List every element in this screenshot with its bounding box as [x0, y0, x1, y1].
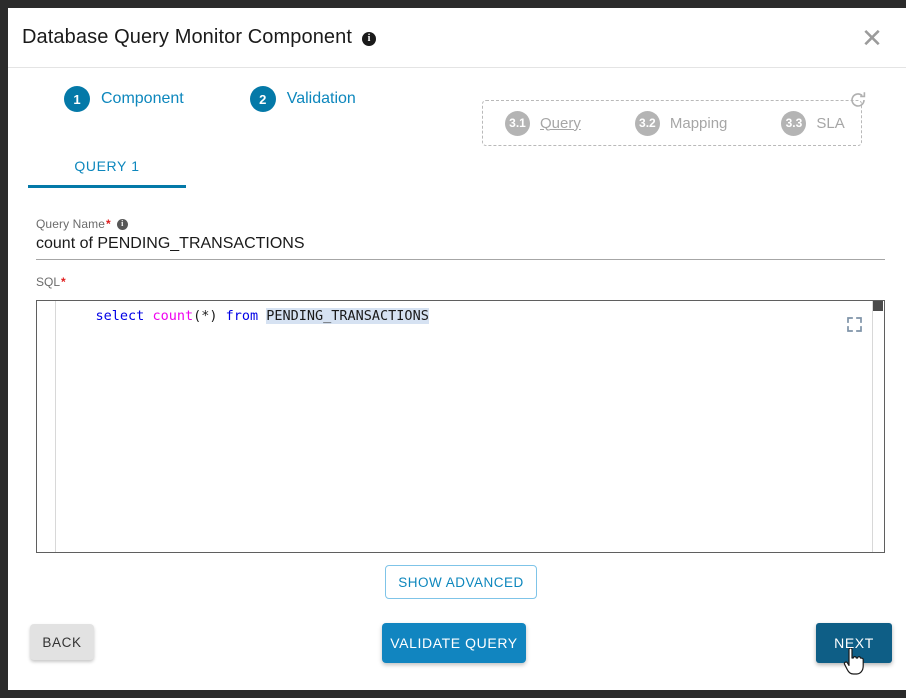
step-number-badge: 1 [64, 86, 90, 112]
step-validation[interactable]: 2 Validation [249, 86, 356, 112]
substep-number-badge: 3.3 [781, 110, 807, 136]
required-marker: * [106, 217, 111, 231]
step-label-component: Component [101, 90, 184, 107]
sql-label-row: SQL* [36, 275, 66, 289]
database-query-monitor-dialog: Database Query Monitor Component i ✕ 1 C… [8, 8, 906, 690]
query-name-input[interactable] [36, 235, 885, 260]
show-advanced-button[interactable]: SHOW ADVANCED [385, 565, 537, 599]
refresh-icon[interactable] [848, 90, 868, 110]
substep-group: 3.1 Query 3.2 Mapping 3.3 SLA [482, 100, 862, 146]
sql-token-star: (*) [193, 308, 218, 324]
sql-token-space [217, 308, 225, 324]
sql-token-table-name: PENDING_TRANSACTIONS [266, 308, 429, 324]
editor-gutter [37, 301, 56, 552]
title-info-icon[interactable]: i [362, 31, 377, 46]
step-component[interactable]: 1 Component [64, 86, 184, 112]
substep-mapping[interactable]: 3.2 Mapping [634, 110, 728, 136]
next-button[interactable]: NEXT [816, 623, 892, 663]
substep-label-sla: SLA [816, 114, 845, 132]
sql-code-content[interactable]: select count(*) from PENDING_TRANSACTION… [63, 307, 844, 326]
substep-sla[interactable]: 3.3 SLA [781, 110, 845, 136]
query-tabbar: QUERY 1 [28, 158, 888, 188]
sql-token-from: from [225, 308, 259, 324]
query-name-field-group: Query Name * i [36, 217, 885, 260]
tab-query-1[interactable]: QUERY 1 [28, 158, 186, 188]
dialog-header: Database Query Monitor Component i ✕ [8, 8, 906, 68]
editor-scrollbar-thumb[interactable] [873, 301, 883, 311]
dialog-footer: BACK VALIDATE QUERY NEXT [8, 614, 906, 690]
substep-number-badge: 3.2 [634, 110, 660, 136]
wizard-stepper: 1 Component 2 Validation [8, 68, 906, 130]
sql-label: SQL [36, 275, 61, 289]
sql-token-select: select [95, 308, 145, 324]
close-icon[interactable]: ✕ [861, 24, 883, 54]
substep-query[interactable]: 3.1 Query [505, 110, 581, 136]
validate-query-button[interactable]: VALIDATE QUERY [382, 623, 526, 663]
query-name-info-icon[interactable]: i [116, 218, 128, 230]
substep-number-badge: 3.1 [505, 110, 530, 136]
query-name-label-row: Query Name * i [36, 217, 885, 231]
page-title: Database Query Monitor Component [22, 26, 353, 48]
sql-code-editor[interactable]: select count(*) from PENDING_TRANSACTION… [36, 300, 885, 553]
query-name-label: Query Name [36, 217, 106, 231]
back-button[interactable]: BACK [30, 624, 94, 660]
expand-icon[interactable] [847, 317, 862, 332]
editor-scrollbar[interactable] [872, 301, 884, 552]
sql-token-count: count [152, 308, 194, 324]
step-label-validation: Validation [286, 90, 356, 107]
substep-label-query: Query [540, 114, 581, 132]
substep-label-mapping: Mapping [669, 114, 728, 132]
required-marker: * [61, 275, 66, 289]
sql-token-indent [63, 308, 96, 324]
step-number-badge: 2 [249, 86, 276, 112]
